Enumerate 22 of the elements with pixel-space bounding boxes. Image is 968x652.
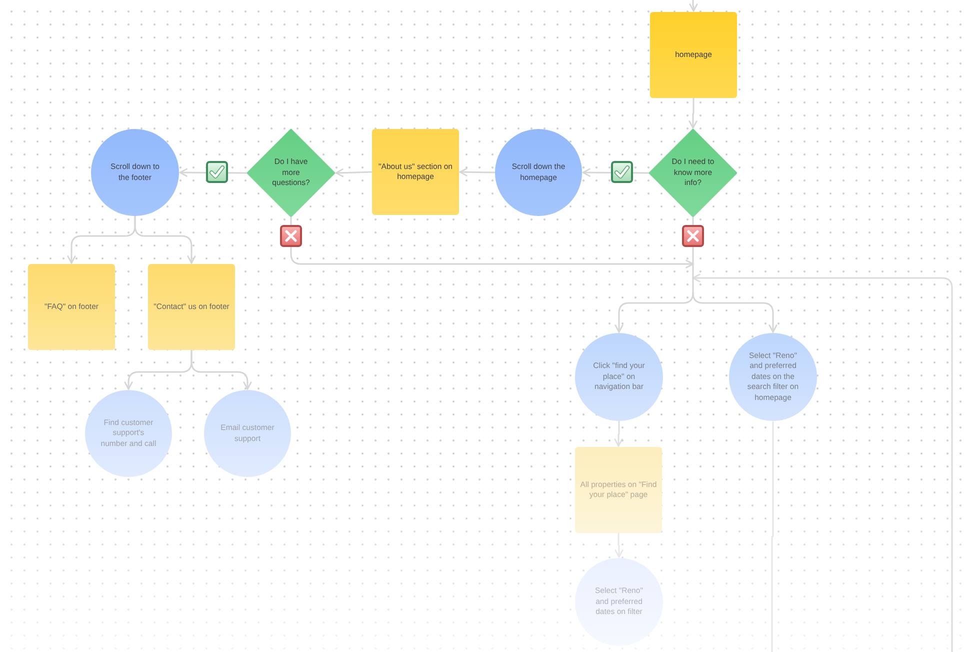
arrow: [692, 292, 778, 333]
arrow: [688, 98, 698, 129]
decision-diamond: [247, 129, 335, 217]
sticky-note: [372, 129, 459, 215]
sticky-note: [575, 447, 662, 533]
sticky-note: [28, 264, 115, 350]
sticky-note: [650, 12, 737, 98]
arrow: [459, 168, 496, 176]
connector-line: [692, 216, 694, 265]
arrow: [134, 216, 196, 264]
arrow: [614, 532, 624, 558]
connector-line: [692, 277, 694, 294]
arrow: [614, 292, 694, 333]
arrow: [335, 168, 373, 178]
connector-line: [692, 263, 694, 279]
arrow: [692, 274, 953, 652]
arrow: [614, 420, 623, 447]
arrow: [290, 216, 694, 268]
arrow: [689, 0, 698, 12]
decision-diamond: [649, 129, 737, 217]
arrow: [190, 350, 252, 390]
sticky-note: [148, 264, 235, 350]
